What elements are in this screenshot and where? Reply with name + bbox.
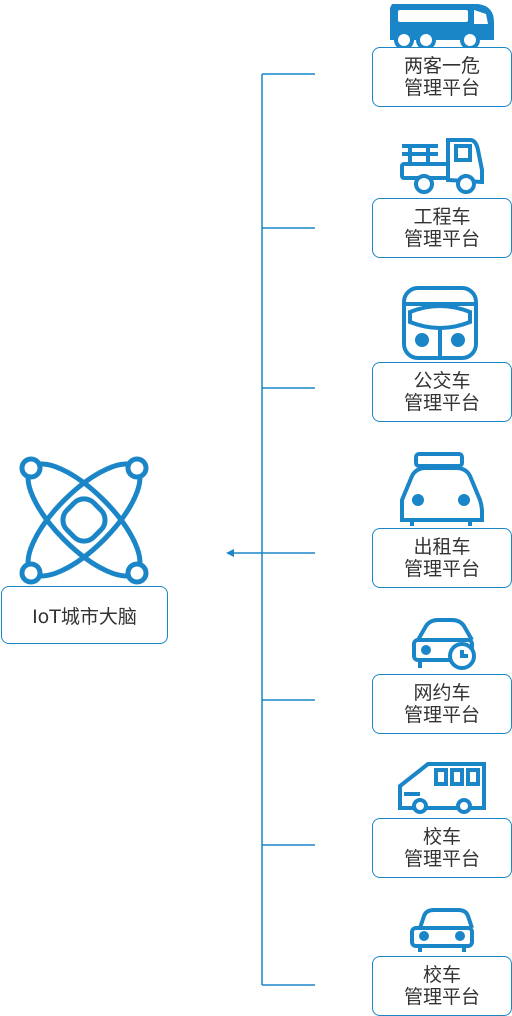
platform-label-box: 校车 管理平台 [372,956,512,1016]
platform-label-box: 校车 管理平台 [372,818,512,878]
arrow-head-icon [226,549,234,557]
platform-name: 出租车 [413,536,471,558]
coach-bus-icon [390,4,494,50]
platform-name: 工程车 [413,206,471,228]
city-bus-icon [402,286,478,360]
platform-name: 网约车 [413,682,471,704]
platform-name: 校车 [422,964,461,986]
platform-label-box: 工程车 管理平台 [372,198,512,258]
car-icon [410,908,474,952]
platform-name: 两客一危 [403,55,480,77]
platform-suffix: 管理平台 [403,77,480,99]
platform-suffix: 管理平台 [403,986,480,1008]
platform-suffix: 管理平台 [403,558,480,580]
platform-name: 校车 [422,826,461,848]
platform-suffix: 管理平台 [403,704,480,726]
platform-label-box: 网约车 管理平台 [372,674,512,734]
platform-label-box: 公交车 管理平台 [372,362,512,422]
ride-hailing-car-icon [412,618,476,670]
taxi-icon [400,452,484,526]
platform-label-box: 出租车 管理平台 [372,528,512,588]
platform-suffix: 管理平台 [403,392,480,414]
atom-brain-icon [19,456,149,585]
platform-suffix: 管理平台 [403,848,480,870]
platform-suffix: 管理平台 [403,228,480,250]
school-bus-icon [398,762,486,814]
platform-name: 公交车 [413,370,471,392]
dump-truck-icon [400,138,484,194]
iot-city-brain-label: IoT城市大脑 [1,586,168,644]
platform-label-box: 两客一危 管理平台 [372,47,512,107]
